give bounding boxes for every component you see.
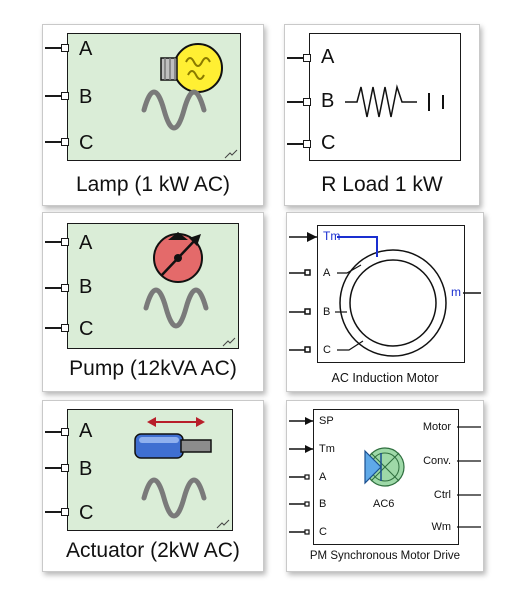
motor-output-label-m: m: [451, 285, 461, 299]
pump-port-a[interactable]: [45, 237, 73, 247]
actuator-port-c[interactable]: [45, 507, 73, 517]
block-corner-mark: [222, 337, 236, 347]
motor-port-label-a: A: [323, 267, 331, 279]
motor-port-label-tm: Tm: [323, 229, 341, 243]
pump-title: Pump (12kVA AC): [69, 357, 237, 380]
motor-block[interactable]: [317, 225, 465, 363]
lightbulb-icon: [160, 43, 223, 93]
drive-input-a: A: [319, 471, 327, 483]
actuator-port-a[interactable]: [45, 427, 73, 437]
sine-wave-icon: [141, 89, 207, 131]
motor-title: AC Induction Motor: [331, 371, 439, 385]
lamp-tile[interactable]: A B C Lamp (1 kW AC): [42, 24, 264, 206]
drive-port-connectors: [289, 417, 481, 535]
rload-port-c[interactable]: [287, 139, 315, 149]
rload-block[interactable]: [309, 33, 461, 161]
rload-port-label-a: A: [321, 46, 335, 68]
drive-title: PM Synchronous Motor Drive: [309, 550, 461, 562]
drive-output-motor: Motor: [422, 421, 451, 433]
sine-wave-icon: [141, 477, 207, 519]
drive-block[interactable]: [313, 409, 459, 545]
pump-port-b[interactable]: [45, 283, 73, 293]
pump-port-label-a: A: [79, 232, 93, 254]
actuator-port-label-a: A: [79, 420, 93, 442]
motor-port-connectors: [289, 232, 481, 353]
motor-port-label-c: C: [323, 344, 331, 356]
pump-block[interactable]: [67, 223, 239, 349]
rload-tile[interactable]: A B C R Load 1 kW: [284, 24, 480, 206]
pump-gauge-icon: [153, 232, 203, 283]
drive-tile[interactable]: SP Tm A B C Motor Conv. Ctrl Wm AC6 PM S…: [286, 400, 484, 572]
rload-port-label-c: C: [321, 132, 336, 154]
actuator-cylinder-icon: [134, 417, 212, 459]
pump-port-label-b: B: [79, 276, 93, 298]
rload-port-b[interactable]: [287, 97, 315, 107]
block-corner-mark: [224, 149, 238, 159]
lamp-port-label-b: B: [79, 86, 93, 108]
pump-port-label-c: C: [79, 318, 94, 340]
drive-input-sp: SP: [319, 415, 334, 427]
lamp-title: Lamp (1 kW AC): [75, 173, 231, 196]
actuator-port-label-b: B: [79, 458, 93, 480]
actuator-port-label-c: C: [79, 502, 94, 524]
resistor-icon: [345, 84, 444, 118]
block-corner-mark: [216, 519, 230, 529]
lamp-port-label-c: C: [79, 132, 94, 154]
sine-wave-icon: [143, 287, 209, 329]
pump-port-c[interactable]: [45, 323, 73, 333]
drive-output-ctrl: Ctrl: [433, 489, 451, 501]
lamp-port-label-a: A: [79, 38, 93, 60]
drive-output-conv: Conv.: [423, 455, 451, 467]
rload-port-label-b: B: [321, 90, 335, 112]
pump-tile[interactable]: A B C Pump (12kVA AC): [42, 212, 264, 392]
motor-port-label-b: B: [323, 306, 331, 318]
motor-tile[interactable]: Tm A B C m AC Induction Motor: [286, 212, 484, 392]
actuator-tile[interactable]: A B C Actuator (2kW AC): [42, 400, 264, 572]
lamp-port-b[interactable]: [45, 91, 73, 101]
actuator-port-b[interactable]: [45, 463, 73, 473]
motor-drive-icon: [364, 447, 405, 487]
rload-port-a[interactable]: [287, 53, 315, 63]
motor-ring-icon: [335, 236, 447, 357]
drive-input-c: C: [319, 526, 327, 538]
drive-input-tm: Tm: [319, 443, 335, 455]
lamp-port-c[interactable]: [45, 137, 73, 147]
drive-center-label: AC6: [373, 498, 395, 510]
lamp-port-a[interactable]: [45, 43, 73, 53]
rload-title: R Load 1 kW: [321, 173, 443, 196]
drive-output-wm: Wm: [431, 521, 451, 533]
actuator-title: Actuator (2kW AC): [66, 539, 240, 562]
drive-input-b: B: [319, 498, 327, 510]
actuator-block[interactable]: [67, 409, 233, 531]
